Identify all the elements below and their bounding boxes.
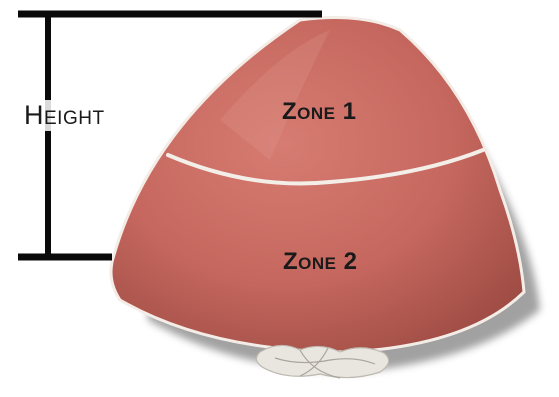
drawstring	[256, 345, 388, 378]
height-label: Height	[22, 100, 107, 131]
zone-1-label: Zone 1	[282, 98, 357, 126]
zone-2-label: Zone 2	[283, 248, 358, 276]
